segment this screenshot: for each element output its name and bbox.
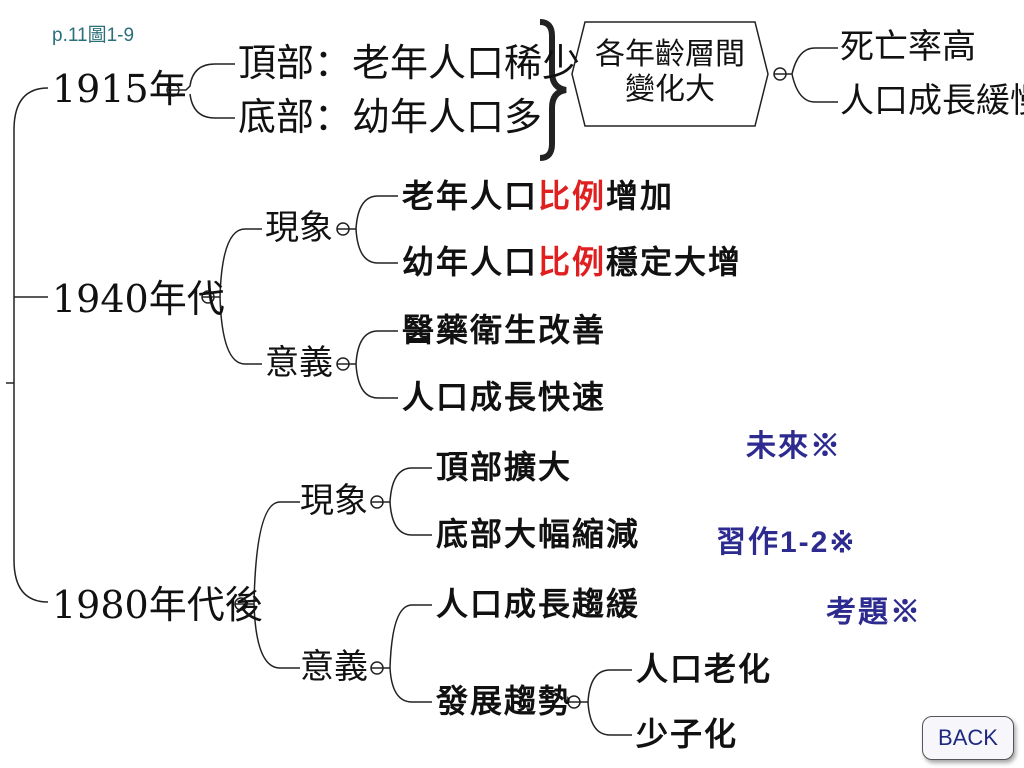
node-1980-trend: 發展趨勢 [436,682,573,720]
highlight-ratio: 比例 [538,243,607,281]
node-1915: 1915年 [52,67,187,111]
node-1915-result-1: 死亡率高 [840,27,976,67]
back-button[interactable]: BACK [922,716,1014,760]
node-1915-bottom: 底部：幼年人口多 [238,95,543,139]
link-exercise[interactable]: 習作1-2※ [716,528,857,558]
node-1980-meaning: 意義 [300,647,368,687]
node-1940-meaning-1: 醫藥衛生改善 [402,311,607,349]
link-exam[interactable]: 考題※ [826,595,922,630]
node-1940-meaning-2: 人口成長快速 [402,378,607,416]
link-exercise-number: 1-2 [780,526,830,559]
link-exercise-mark: ※ [829,525,857,560]
text-part: 老年人口 [402,177,539,215]
node-1940: 1940年代 [52,277,225,321]
text-part: 增加 [606,177,675,215]
link-exercise-prefix: 習作 [716,525,780,560]
node-1940-meaning: 意義 [265,343,333,383]
link-future[interactable]: 未來※ [746,429,842,464]
node-1940-phenomenon: 現象 [265,208,333,248]
node-1940-phenomenon-1: 老年人口比例增加 [402,180,674,212]
node-1980-phenomenon: 現象 [300,481,368,521]
summary-line-2: 變化大 [625,71,715,107]
highlight-ratio: 比例 [538,177,607,215]
text-part: 幼年人口 [402,243,539,281]
page-reference: p.11圖1-9 [52,25,135,46]
node-1980-phenomenon-2: 底部大幅縮減 [436,515,641,553]
node-1915-top: 頂部：老年人口稀少 [238,41,581,85]
node-1980-trend-1: 人口老化 [636,650,773,688]
summary-line-1: 各年齡層間 [595,37,745,72]
node-1980-trend-2: 少子化 [636,715,739,753]
text-part: 穩定大增 [606,243,743,281]
node-1980: 1980年代後 [52,583,263,627]
node-1915-result-2: 人口成長緩慢 [840,81,1024,121]
node-1940-phenomenon-2: 幼年人口比例穩定大增 [402,246,742,278]
node-1980-meaning-1: 人口成長趨緩 [436,585,641,623]
node-1915-summary: 各年齡層間 變化大 [585,37,755,107]
node-1980-phenomenon-1: 頂部擴大 [436,448,573,486]
